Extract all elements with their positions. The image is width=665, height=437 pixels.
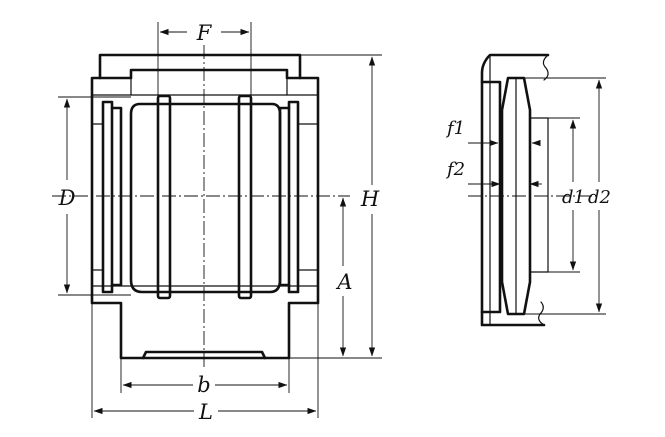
housing-outline bbox=[98, 53, 302, 80]
inner-ring-left bbox=[156, 94, 172, 300]
side-view: f1 f2 d1 d2 bbox=[445, 53, 611, 327]
dimension-b: b bbox=[120, 358, 290, 397]
dimension-f1: f1 bbox=[445, 118, 541, 147]
right-ring bbox=[278, 100, 319, 294]
dimension-f2-label: f2 bbox=[445, 159, 465, 180]
dimension-D-label: D bbox=[58, 186, 76, 210]
dimension-b-label: b bbox=[197, 373, 210, 397]
side-flange-lip bbox=[480, 80, 502, 314]
inner-ring-right bbox=[237, 94, 253, 300]
dimension-L-label: L bbox=[198, 400, 213, 424]
base-slot bbox=[141, 350, 267, 360]
dimension-F: F bbox=[157, 21, 252, 96]
dimension-L: L bbox=[91, 303, 319, 424]
dimension-F-label: F bbox=[196, 21, 213, 45]
dimension-d2-label: d2 bbox=[588, 187, 611, 208]
front-view: F D H A b bbox=[52, 21, 382, 424]
side-housing-wall bbox=[480, 53, 550, 327]
housing-body bbox=[90, 76, 320, 360]
bearing-insert bbox=[129, 102, 282, 294]
dimension-D: D bbox=[58, 96, 131, 296]
dimension-d2: d2 bbox=[524, 77, 611, 315]
dimension-H: H bbox=[289, 54, 382, 359]
dimension-d1-label: d1 bbox=[562, 187, 585, 208]
dimension-d1: d1 bbox=[548, 117, 585, 273]
dimension-A-label: A bbox=[335, 270, 352, 294]
dimension-f1-label: f1 bbox=[445, 118, 465, 139]
dimension-A: A bbox=[335, 197, 353, 357]
left-ring bbox=[91, 100, 123, 294]
dimension-H-label: H bbox=[360, 187, 380, 211]
dimension-f2: f2 bbox=[445, 159, 542, 188]
